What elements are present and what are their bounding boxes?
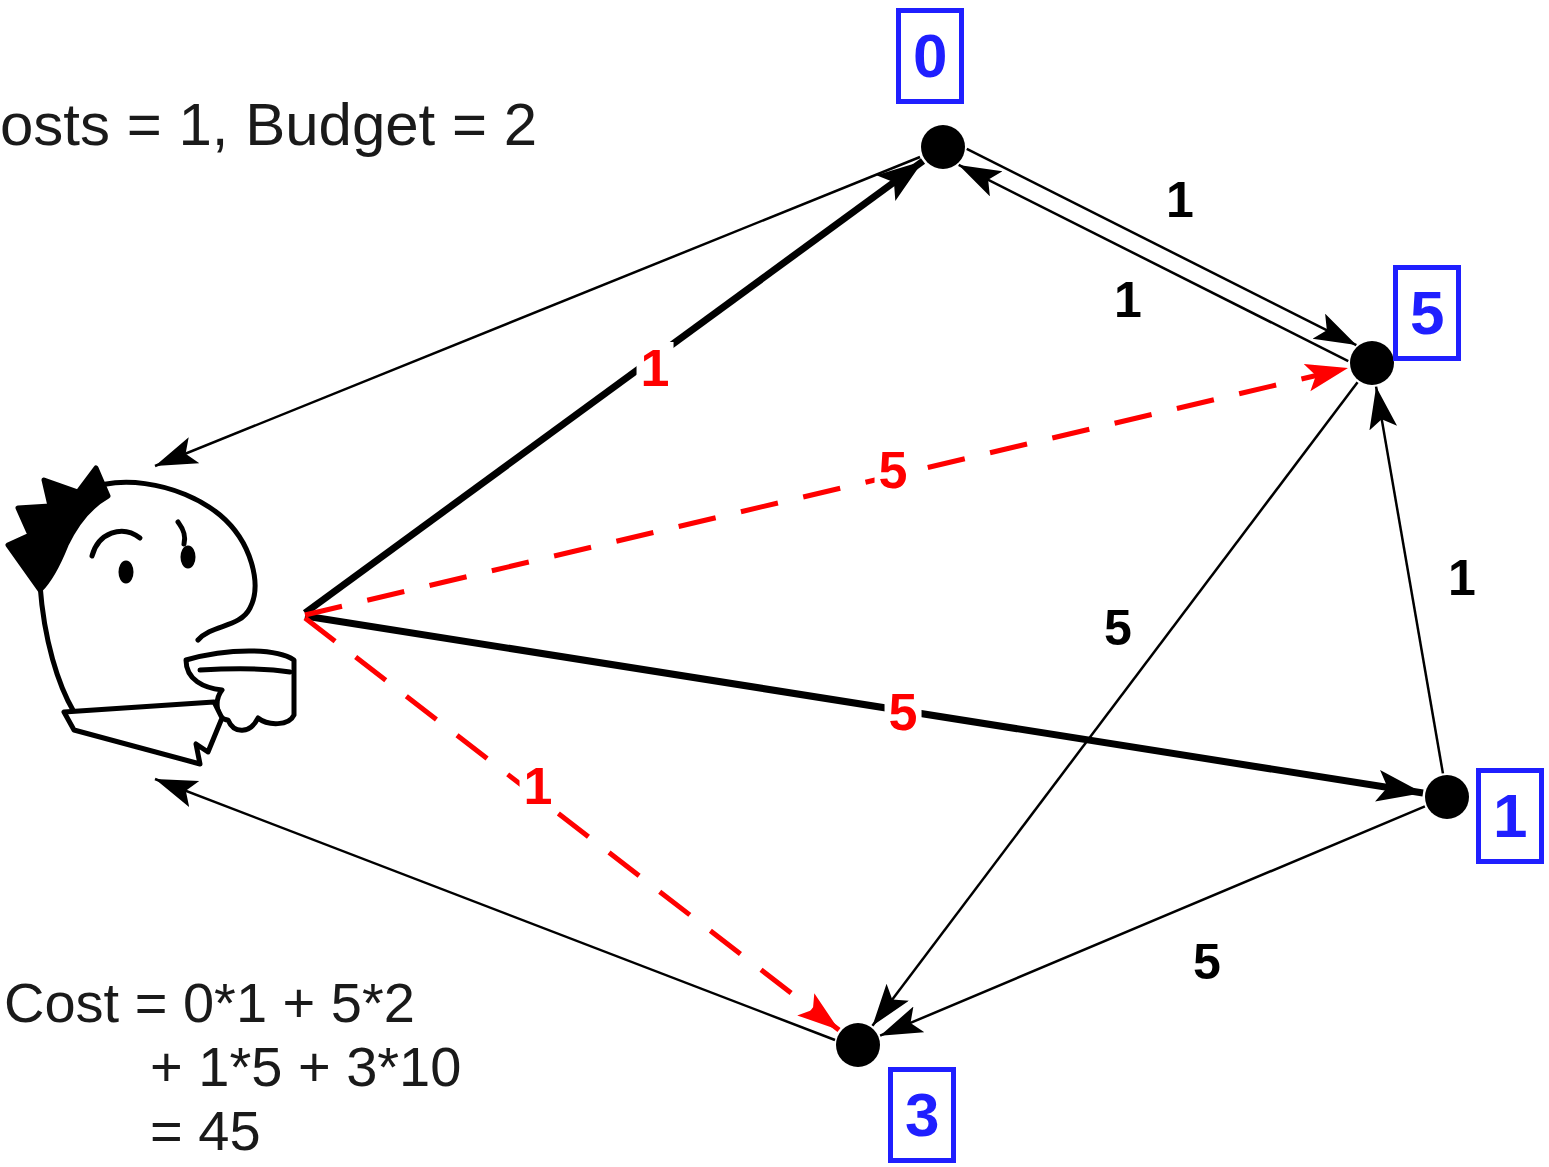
eye [183,548,193,566]
edge-arrow [872,382,1357,1026]
sleeve [64,702,222,764]
node-value: 1 [1493,779,1527,853]
cost-label: 1 [637,342,674,394]
cost-label: 5 [885,686,922,738]
option-arrow [305,618,839,1030]
finger [200,669,290,672]
note-text: = 45 [150,1100,261,1162]
edge-arrow [967,149,1357,345]
node-value: 0 [913,19,947,93]
edge-arrow [959,165,1349,361]
option-arrow [305,368,1348,615]
graph-node: 0 [921,125,965,169]
edge-cost: 5 [1193,937,1221,987]
hair [8,468,108,590]
head-back [40,585,74,712]
return-arrow [155,157,920,466]
cost-label: 1 [520,760,557,812]
node-value: 3 [905,1078,939,1152]
eye [121,563,131,581]
node-value: 5 [1410,276,1444,350]
graph-node: 3 [836,1023,880,1067]
chosen-arrow [305,161,923,613]
eyebrow [178,522,185,544]
eyebrow [92,531,140,556]
edge-cost: 5 [1104,603,1132,653]
person-figure [8,468,294,764]
graph-node: 5 [1350,341,1394,385]
edge-cost: 1 [1166,175,1194,225]
value-box: 3 [888,1067,956,1163]
note-text: osts = 1, Budget = 2 [0,92,537,158]
value-box: 0 [896,8,964,104]
note-text: + 1*5 + 3*10 [150,1036,461,1098]
value-box: 1 [1476,768,1544,864]
cost-label: 5 [875,444,912,496]
edge-cost: 1 [1448,553,1476,603]
graph-node: 1 [1425,775,1469,819]
edge-arrow [880,806,1425,1035]
edge-cost: 1 [1114,275,1142,325]
value-box: 5 [1393,265,1461,361]
edge-arrow [1376,387,1443,774]
chosen-arrow [305,616,1423,793]
note-text: Cost = 0*1 + 5*2 [4,972,415,1034]
